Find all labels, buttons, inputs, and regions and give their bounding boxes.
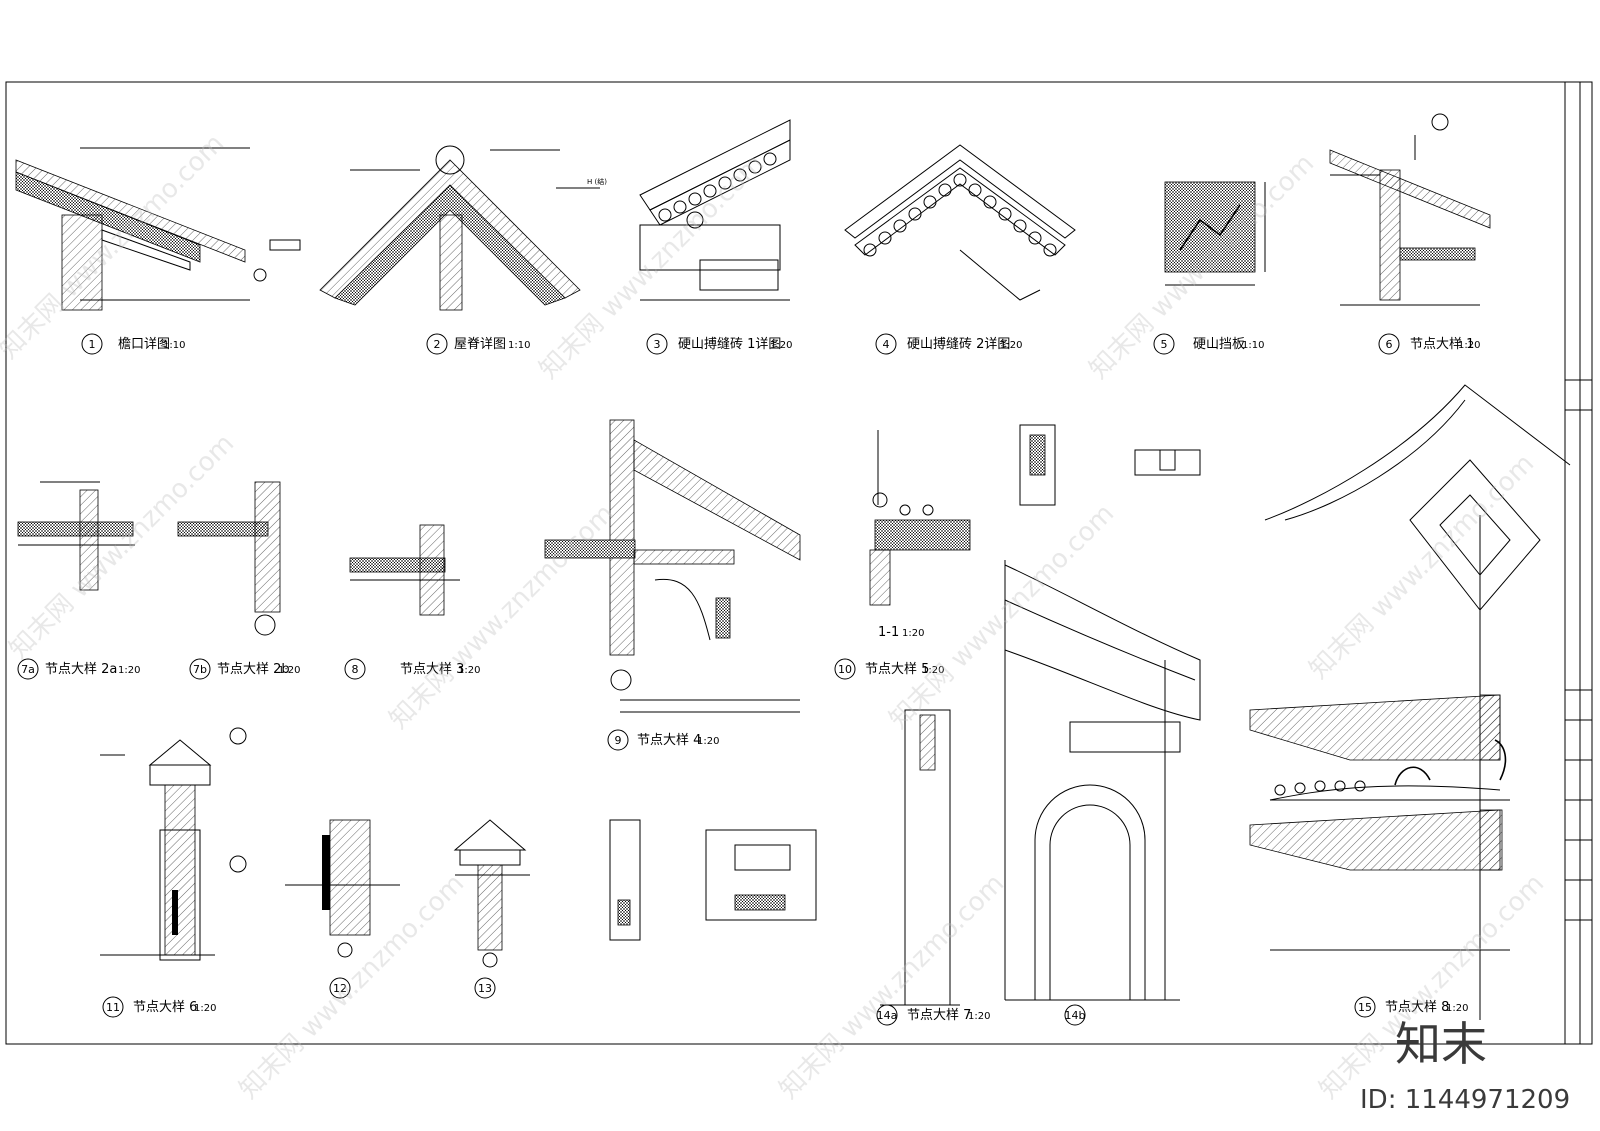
detail-scale: 1:20 xyxy=(1458,340,1480,351)
detail-title: 节点大样 2b xyxy=(217,662,290,677)
detail-title: 硬山挡板 xyxy=(1193,337,1245,352)
detail-scale: 1:20 xyxy=(1000,340,1022,351)
detail-scale: 1:10 xyxy=(163,340,185,351)
detail-title: 节点大样 4 xyxy=(637,733,701,748)
detail-title-2: 2 屋脊详图 1:10 xyxy=(426,333,530,355)
detail-number: 12 xyxy=(333,982,347,995)
detail-title-3: 3 硬山搏缝砖 1详图 1:20 xyxy=(646,333,792,355)
detail-scale: 1:20 xyxy=(697,736,719,747)
detail-1-eave-drawing xyxy=(15,147,301,311)
detail-title: 节点大样 3 xyxy=(400,662,464,677)
detail-2-ridge-drawing: H (结) xyxy=(319,145,607,311)
detail-scale: 1:20 xyxy=(118,665,140,676)
detail-number: 2 xyxy=(434,338,441,351)
detail-title: 硬山搏缝砖 1详图 xyxy=(678,336,781,352)
detail-scale: 1:20 xyxy=(770,340,792,351)
detail-title-14a: 14a 节点大样 7 1:20 xyxy=(876,1004,990,1026)
detail-number: 3 xyxy=(654,338,661,351)
title-block-rows xyxy=(1565,379,1592,921)
detail-4-gable-brick-drawing xyxy=(844,144,1076,301)
detail-14a-drawing xyxy=(880,709,960,1006)
detail-number: 10 xyxy=(838,663,852,676)
detail-small-sections xyxy=(1019,424,1201,506)
detail-title: 节点大样 2a xyxy=(45,662,117,677)
detail-12-drawing xyxy=(285,819,400,958)
detail-number: 15 xyxy=(1358,1001,1372,1014)
detail-7a-drawing xyxy=(17,481,135,591)
watermark-layer: 知末网 www.znzmo.com 知末网 www.znzmo.com 知末网 … xyxy=(0,129,1550,1105)
detail-7b-drawing xyxy=(177,481,281,636)
detail-8-drawing xyxy=(349,524,460,616)
detail-scale: 1:20 xyxy=(922,665,944,676)
detail-title-6: 6 节点大样 1 1:20 xyxy=(1378,333,1480,355)
detail-scale: 1:20 xyxy=(968,1011,990,1022)
watermark-text: 知末网 www.znzmo.com xyxy=(774,869,1010,1105)
detail-number: 7a xyxy=(21,663,35,676)
detail-title: 屋脊详图 xyxy=(454,337,506,352)
watermark-text: 知末网 www.znzmo.com xyxy=(1304,449,1540,685)
detail-scale: 1:20 xyxy=(194,1003,216,1014)
detail-title-13: 13 xyxy=(474,977,496,999)
detail-number: 5 xyxy=(1161,338,1168,351)
detail-title-7b: 7b 节点大样 2b 1:20 xyxy=(189,658,300,680)
detail-title-10: 10 节点大样 5 1:20 xyxy=(834,658,944,680)
level-mark-text: H (结) xyxy=(587,177,607,186)
detail-number: 1 xyxy=(89,338,96,351)
brand-logo: 知末 xyxy=(1395,1017,1487,1071)
watermark-text: 知末网 www.znzmo.com xyxy=(4,429,240,665)
detail-number: 8 xyxy=(352,663,359,676)
detail-scale: 1:20 xyxy=(458,665,480,676)
detail-3-gable-brick-drawing xyxy=(639,119,791,301)
detail-title-14b: 14b xyxy=(1064,1004,1086,1026)
detail-title: 硬山搏缝砖 2详图 xyxy=(907,336,1010,352)
detail-title-5: 5 硬山挡板 1:10 xyxy=(1153,333,1264,355)
detail-title: 节点大样 5 xyxy=(865,662,929,677)
detail-number: 4 xyxy=(883,338,890,351)
detail-number: 14b xyxy=(1065,1009,1086,1022)
detail-11-drawing xyxy=(100,727,247,961)
watermark-text: 知末网 www.znzmo.com xyxy=(384,499,620,735)
detail-number: 11 xyxy=(106,1001,120,1014)
detail-title: 节点大样 1 xyxy=(1410,337,1474,352)
detail-title-7a: 7a 节点大样 2a 1:20 xyxy=(17,658,140,680)
detail-5-gable-board-drawing xyxy=(1164,181,1266,286)
detail-10-drawing xyxy=(869,430,971,606)
detail-number: 14a xyxy=(877,1009,898,1022)
detail-scale: 1:10 xyxy=(1242,340,1264,351)
detail-title-9: 9 节点大样 4 1:20 xyxy=(607,729,719,751)
section-scale: 1:20 xyxy=(902,628,924,639)
detail-title-4: 4 硬山搏缝砖 2详图 1:20 xyxy=(875,333,1022,355)
image-id-text: ID: 1144971209 xyxy=(1360,1085,1570,1115)
detail-9-drawing xyxy=(544,419,801,713)
detail-title-11: 11 节点大样 6 1:20 xyxy=(102,996,216,1018)
detail-14b-drawing xyxy=(1004,560,1201,1001)
detail-title: 檐口详图 xyxy=(118,337,170,352)
detail-15-drawing xyxy=(1249,384,1571,1020)
sheet-border xyxy=(5,81,1593,1045)
detail-title-8: 8 节点大样 3 1:20 xyxy=(344,658,480,680)
detail-number: 9 xyxy=(615,734,622,747)
section-1-1-title: 1-1 1:20 xyxy=(878,625,924,640)
detail-title-15: 15 节点大样 8 1:20 xyxy=(1354,996,1468,1018)
detail-scale: 1:10 xyxy=(508,340,530,351)
detail-small-sections-2 xyxy=(609,819,817,941)
detail-title-12: 12 xyxy=(329,977,351,999)
section-label: 1-1 xyxy=(878,625,899,640)
detail-13-drawing xyxy=(453,819,530,968)
detail-number: 13 xyxy=(478,982,492,995)
detail-6-node-drawing xyxy=(1329,113,1491,306)
detail-title: 节点大样 7 xyxy=(907,1008,971,1023)
detail-scale: 1:20 xyxy=(278,665,300,676)
detail-number: 7b xyxy=(193,663,207,676)
detail-title-1: 1 檐口详图 1:10 xyxy=(81,333,185,355)
detail-number: 6 xyxy=(1386,338,1393,351)
detail-title: 节点大样 8 xyxy=(1385,1000,1449,1015)
detail-scale: 1:20 xyxy=(1446,1003,1468,1014)
detail-title: 节点大样 6 xyxy=(133,1000,197,1015)
